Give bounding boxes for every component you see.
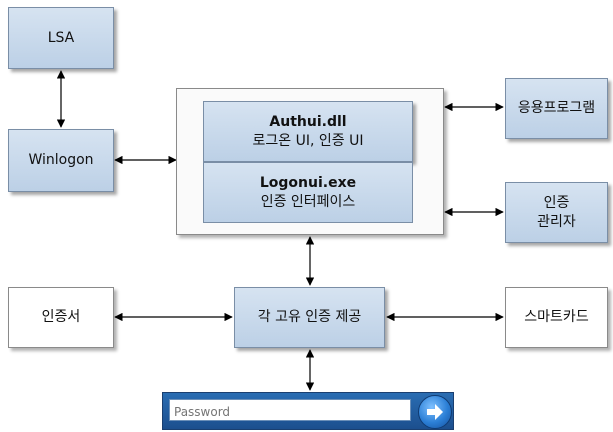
authui-title: Authui.dll <box>269 113 347 130</box>
authui-subtitle: 로그온 UI, 인증 UI <box>252 132 364 149</box>
applications-label: 응용프로그램 <box>517 100 596 117</box>
unique-auth-label: 각 고유 인증 제공 <box>257 309 362 326</box>
authui-box: Authui.dll 로그온 UI, 인증 UI <box>203 101 413 162</box>
logonui-box: Logonui.exe 인증 인터페이스 <box>203 162 413 223</box>
smartcard-box: 스마트카드 <box>505 287 608 348</box>
logonui-subtitle: 인증 인터페이스 <box>260 193 356 210</box>
winlogon-label: Winlogon <box>28 152 94 169</box>
logonui-title: Logonui.exe <box>259 174 357 191</box>
auth-manager-label-line1: 인증 <box>543 194 570 211</box>
certificate-label: 인증서 <box>41 309 81 326</box>
password-login-bar <box>162 392 454 430</box>
submit-arrow-button[interactable] <box>418 395 452 429</box>
winlogon-box: Winlogon <box>8 129 114 192</box>
auth-manager-label-line2: 관리자 <box>537 213 576 230</box>
lsa-label: LSA <box>47 29 75 46</box>
auth-manager-box: 인증 관리자 <box>505 182 608 243</box>
lsa-box: LSA <box>8 7 114 69</box>
password-input[interactable] <box>169 399 411 421</box>
applications-box: 응용프로그램 <box>505 78 608 139</box>
certificate-box: 인증서 <box>8 287 114 348</box>
smartcard-label: 스마트카드 <box>524 309 589 326</box>
arrow-right-icon <box>427 404 443 420</box>
unique-auth-box: 각 고유 인증 제공 <box>234 287 385 348</box>
